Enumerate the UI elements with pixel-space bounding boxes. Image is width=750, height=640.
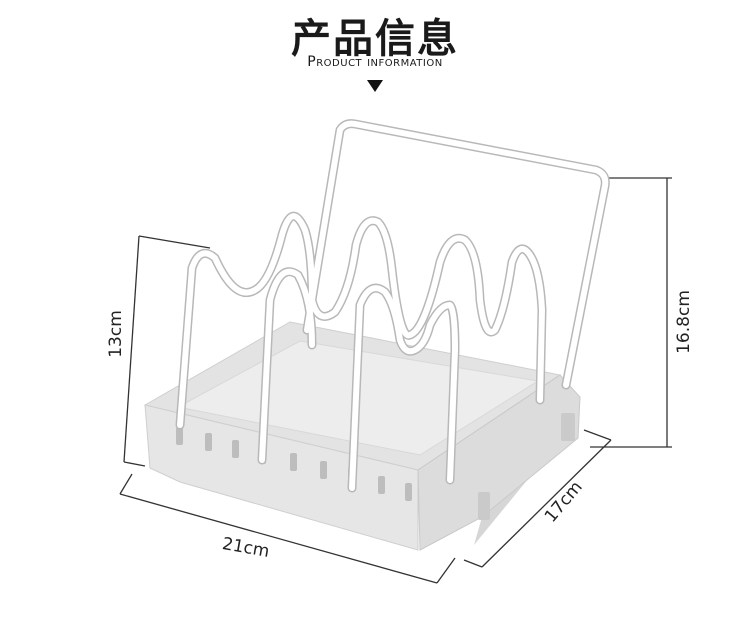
width-line: [119, 493, 438, 584]
height-left-label: 13cm: [105, 310, 126, 358]
height-left-tick-bottom: [123, 461, 146, 467]
tray-base: [143, 321, 581, 551]
page-subtitle: Product information: [307, 54, 443, 70]
height-right-label: 16.8cm: [673, 290, 694, 354]
wire-dividers: [175, 119, 610, 493]
down-arrow-icon: [367, 80, 383, 92]
tray-foot-right: [561, 413, 575, 441]
wire-wave-back: [177, 213, 545, 428]
tray-right-front: [417, 374, 581, 551]
width-tick-right: [436, 557, 456, 584]
depth-line: [481, 439, 612, 568]
wire-back-frame: [304, 120, 609, 388]
width-tick-left: [119, 473, 133, 495]
tray-side: [474, 375, 580, 545]
height-left-tick-top: [138, 235, 211, 249]
wire-wave-front: [259, 268, 458, 491]
height-left-line: [123, 235, 140, 463]
page-title: 产品信息: [291, 16, 459, 62]
measurement-lines: [119, 177, 672, 584]
tray-foot-front: [478, 492, 490, 520]
depth-tick-right: [583, 429, 612, 441]
depth-tick-left: [463, 559, 483, 568]
tray-front: [144, 404, 419, 551]
